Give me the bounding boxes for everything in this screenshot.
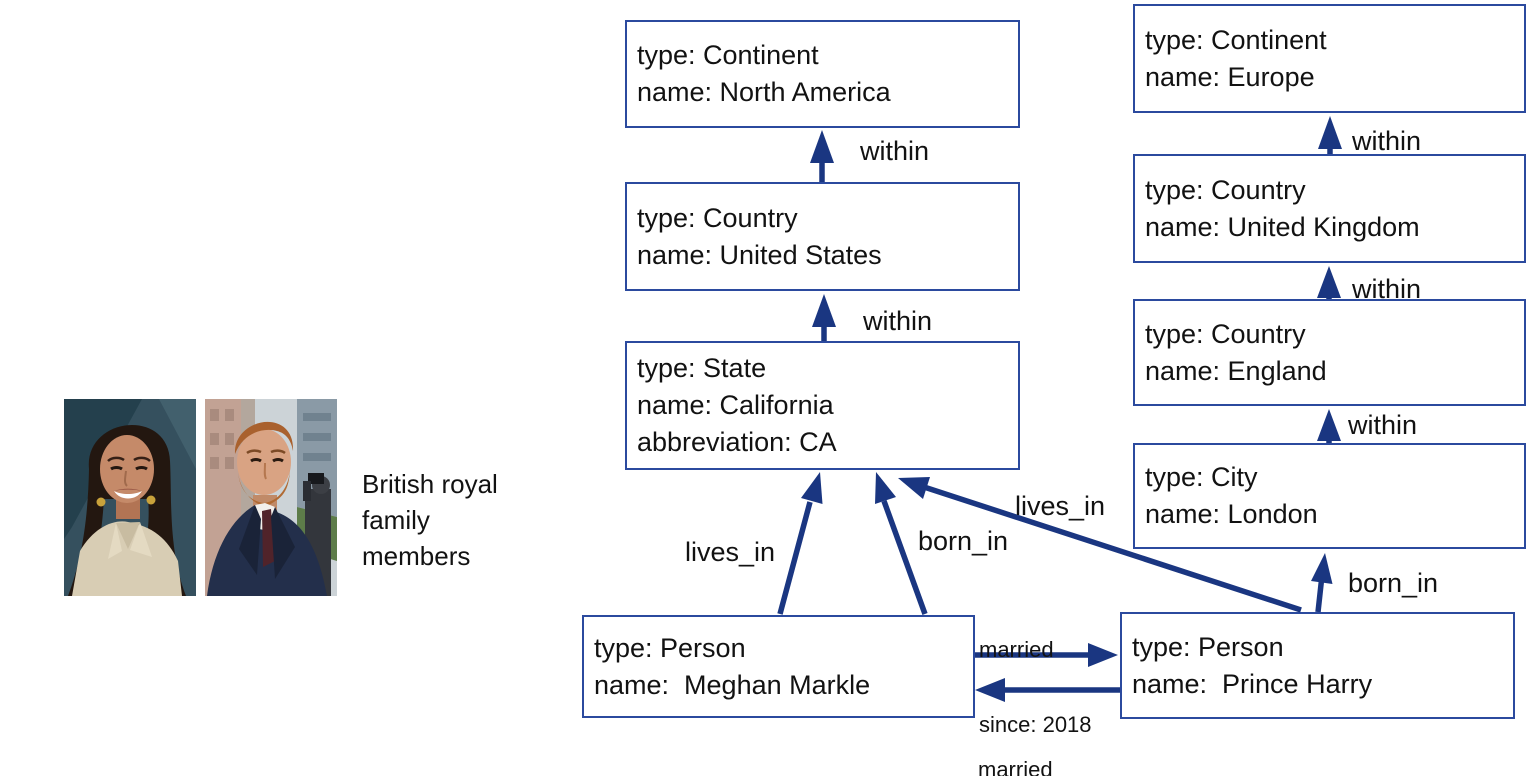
- node-line: type: Continent: [1145, 24, 1327, 55]
- arrow-england-within-uk: [1317, 266, 1341, 299]
- edge-label-married-forward: married since: 2018: [979, 587, 1092, 776]
- node-meghan-markle: type: Person name: Meghan Markle: [582, 615, 975, 718]
- married-label-line: married: [979, 637, 1054, 662]
- edge-label-within-england-uk: within: [1352, 274, 1422, 304]
- arrow-london-within-england: [1317, 409, 1341, 443]
- edge-label-harry-lives-in: lives_in: [1015, 491, 1106, 521]
- edge-label-within-uk-europe: within: [1352, 126, 1422, 156]
- node-line: type: Continent: [637, 40, 819, 70]
- married-label-line: since: 2018: [979, 712, 1092, 737]
- edge-label-married-back: married since: 2018: [978, 707, 1091, 776]
- node-line: type: Person: [594, 632, 746, 663]
- arrow-uk-within-europe: [1318, 116, 1342, 154]
- node-line: type: City: [1145, 462, 1258, 492]
- node-prince-harry: type: Person name: Prince Harry: [1120, 612, 1515, 719]
- node-england: type: Country name: England: [1133, 299, 1526, 406]
- node-united-kingdom: type: Country name: United Kingdom: [1133, 154, 1526, 263]
- caption-line: members: [362, 541, 471, 571]
- caption-line: family: [362, 505, 430, 535]
- node-europe: type: Continent name: Europe: [1133, 4, 1526, 113]
- prince-harry-photo: [205, 399, 337, 596]
- arrow-ca-within-us: [812, 294, 836, 341]
- photos-caption: British royal family members: [362, 466, 562, 574]
- node-line: abbreviation: CA: [637, 427, 837, 457]
- edge-label-within-us-na: within: [860, 136, 930, 166]
- node-line: name: North America: [637, 77, 891, 107]
- node-line: type: Country: [1145, 318, 1306, 349]
- edge-label-within-london-england: within: [1348, 410, 1418, 440]
- node-line: type: Country: [1145, 174, 1306, 205]
- node-line: name: Meghan Markle: [594, 669, 871, 700]
- node-line: type: Person: [1132, 631, 1284, 662]
- node-united-states: type: Country name: United States: [625, 182, 1020, 291]
- node-line: name: Prince Harry: [1132, 668, 1373, 699]
- node-line: name: United Kingdom: [1145, 211, 1420, 242]
- meghan-earring: [146, 495, 156, 505]
- edge-label-meghan-lives-in: lives_in: [685, 537, 776, 567]
- arrow-harry-born-in-london: [1311, 553, 1333, 613]
- node-line: name: United States: [637, 239, 882, 270]
- node-line: name: California: [637, 390, 834, 420]
- edge-label-within-ca-us: within: [863, 306, 933, 336]
- meghan-markle-photo: [64, 399, 196, 596]
- node-line: type: Country: [637, 202, 798, 233]
- node-london: type: City name: London: [1133, 443, 1526, 549]
- node-north-america: type: Continent name: North America: [625, 20, 1020, 128]
- node-california: type: State name: California abbreviatio…: [625, 341, 1020, 470]
- node-line: type: State: [637, 353, 767, 383]
- caption-line: British royal: [362, 469, 498, 499]
- arrow-meghan-lives-in-california: [777, 472, 823, 615]
- node-line: name: Europe: [1145, 61, 1315, 92]
- edge-label-meghan-born-in: born_in: [918, 526, 1009, 556]
- meghan-face: [96, 435, 156, 519]
- meghan-earring: [96, 497, 106, 507]
- edge-label-harry-born-in: born_in: [1348, 568, 1439, 598]
- meghan-shirt: [72, 521, 182, 596]
- harry-suit: [207, 503, 327, 596]
- married-label-line: married: [978, 757, 1053, 776]
- node-line: name: England: [1145, 355, 1327, 386]
- node-line: name: London: [1145, 499, 1318, 529]
- arrow-us-within-na: [810, 130, 834, 182]
